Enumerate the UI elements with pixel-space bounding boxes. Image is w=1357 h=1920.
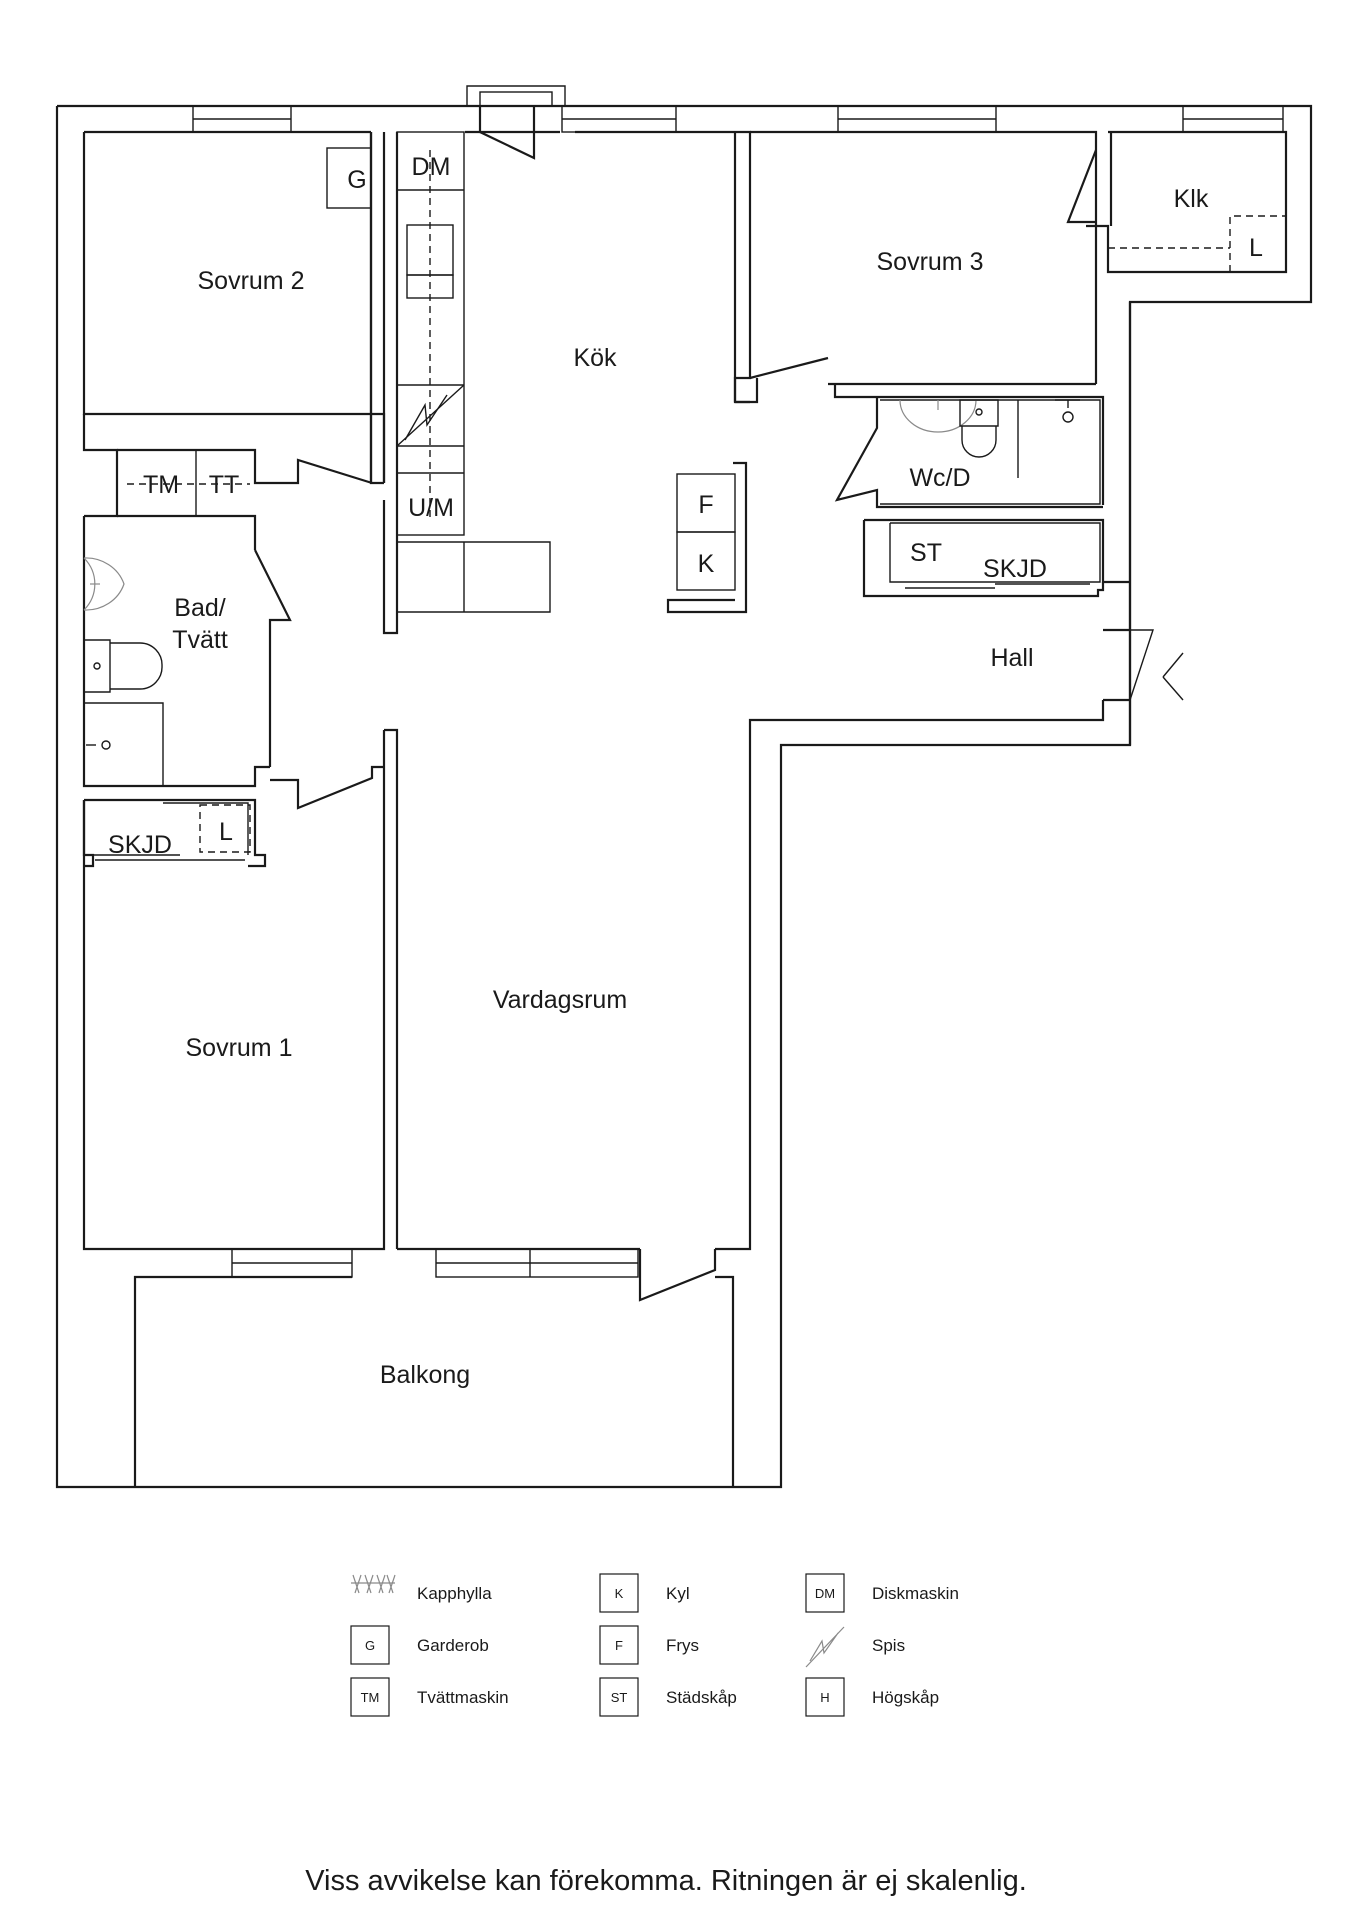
legend-code: K (615, 1586, 624, 1601)
legend-code: G (365, 1638, 375, 1653)
spis-icon (396, 384, 465, 447)
fixture-tt: TT (209, 471, 240, 499)
outer-walls (55, 104, 1313, 1489)
room-label-hall: Hall (990, 644, 1033, 672)
kapphylla-icon-shape (351, 1574, 396, 1594)
legend-item: ST Städskåp (599, 1677, 737, 1717)
klk-closet (1107, 215, 1286, 272)
legend-code-box (599, 1625, 639, 1665)
legend-item: H Högskåp (805, 1677, 939, 1717)
room-label-bad-line2: Tvätt (172, 626, 228, 654)
balcony-rail (133, 1275, 352, 1487)
spis-icon-shape (805, 1626, 845, 1668)
legend-item: DM Diskmaskin (805, 1573, 959, 1613)
doors (478, 106, 1184, 1302)
legend-item: TM Tvättmaskin (350, 1677, 509, 1717)
fixture-g: G (347, 166, 366, 194)
left-column-walls (82, 132, 384, 868)
room-label-klk: Klk (1174, 185, 1209, 213)
room-label-sovrum3: Sovrum 3 (877, 248, 984, 276)
room-label-sovrum1: Sovrum 1 (186, 1034, 293, 1062)
legend-item: Kapphylla (351, 1574, 492, 1603)
legend-label: Kyl (666, 1584, 690, 1603)
fixture-dm: DM (412, 153, 451, 181)
kitchen-counter (396, 131, 465, 536)
fixture-f: F (698, 491, 713, 519)
spis-icon (805, 1626, 845, 1668)
legend-code: H (820, 1690, 829, 1705)
legend-code-box (350, 1625, 390, 1665)
room-label-balkong: Balkong (380, 1361, 470, 1389)
room-label-wcd: Wc/D (909, 464, 970, 492)
legend-item: F Frys (599, 1625, 699, 1665)
legend-label: Garderob (417, 1636, 489, 1655)
legend-code-box (599, 1677, 639, 1717)
disclaimer-footer: Viss avvikelse kan förekomma. Ritningen … (305, 1865, 1027, 1897)
fixture-l-bedroom: L (219, 818, 233, 846)
kapphylla-icon (351, 1574, 396, 1594)
room-label-kok: Kök (573, 344, 617, 372)
fixture-k: K (698, 550, 715, 578)
windows (192, 85, 1284, 1278)
legend-code: F (615, 1638, 623, 1653)
room-label-bad-line1: Bad/ (174, 594, 225, 622)
fixture-l-klk: L (1249, 234, 1263, 262)
legend-label: Spis (872, 1636, 905, 1655)
room-labels: Sovrum 2 Kök Sovrum 3 Klk Wc/D Bad/ Tvät… (172, 185, 1209, 1389)
balcony-rail-right (715, 1275, 735, 1487)
legend-code: TM (361, 1690, 380, 1705)
legend-code: ST (611, 1690, 628, 1705)
fixture-tm: TM (143, 471, 179, 499)
fixture-labels: G DM U/M F K TM TT ST SKJD SKJD L L (108, 153, 1263, 859)
legend-code: DM (815, 1586, 835, 1601)
legend-label: Frys (666, 1636, 699, 1655)
fixture-skjd-hall: SKJD (983, 555, 1047, 583)
fixture-st: ST (910, 539, 942, 567)
legend-code-box (350, 1677, 390, 1717)
legend-code-box (599, 1573, 639, 1613)
legend-code-box (805, 1677, 845, 1717)
garderob-box (326, 147, 372, 209)
room-label-vardagsrum: Vardagsrum (493, 986, 627, 1014)
legend-label: Högskåp (872, 1688, 939, 1707)
legend-label: Städskåp (666, 1688, 737, 1707)
legend-item: K Kyl (599, 1573, 690, 1613)
legend-item: Spis (805, 1626, 905, 1668)
fixture-skjd-bedroom: SKJD (108, 831, 172, 859)
legend-item: G Garderob (350, 1625, 489, 1665)
sanitary-fixtures (83, 399, 1080, 750)
fridge-freezer (666, 461, 748, 614)
room-label-sovrum2: Sovrum 2 (198, 267, 305, 295)
legend-label: Diskmaskin (872, 1584, 959, 1603)
legend-label: Tvättmaskin (417, 1688, 509, 1707)
fixture-um: U/M (408, 494, 454, 522)
legend-label: Kapphylla (417, 1584, 492, 1603)
legend-code-box (805, 1573, 845, 1613)
